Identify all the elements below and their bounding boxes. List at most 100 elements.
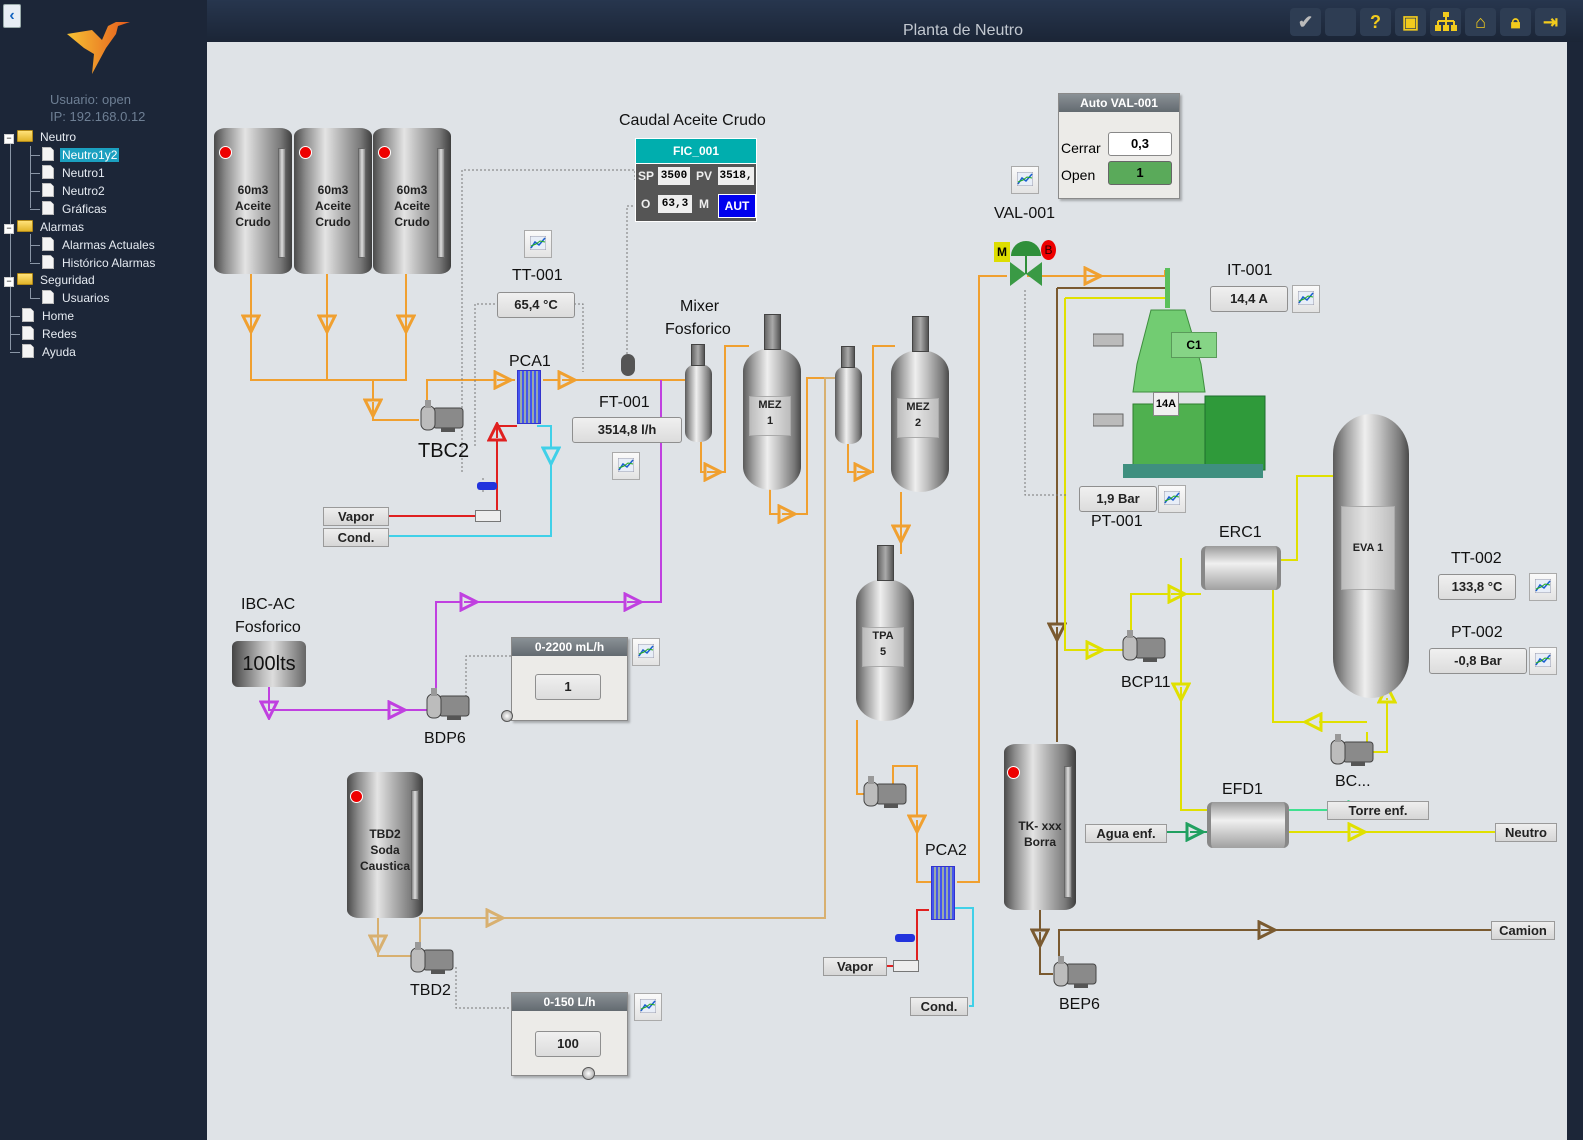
pca1-heat-exchanger[interactable] [517, 370, 541, 424]
knob-icon[interactable] [582, 1067, 595, 1080]
trend-button-bdp6[interactable] [632, 638, 660, 666]
control-valve-actuator-icon [895, 934, 915, 942]
cond-port-1[interactable]: Cond. [323, 528, 389, 547]
tree-item-historico-alarmas[interactable]: Histórico Alarmas [42, 254, 157, 272]
pump-tpa5[interactable] [862, 776, 910, 810]
tree-folder-seguridad[interactable]: −Seguridad [4, 271, 97, 289]
bep6-label: BEP6 [1059, 996, 1100, 1013]
bdp6-setpoint-input[interactable]: 1 [535, 674, 601, 700]
mixer-fosforico-vessel[interactable] [685, 364, 712, 442]
fic001-output[interactable]: 63,3 [658, 195, 692, 213]
home-icon: ⌂ [1475, 12, 1486, 32]
bdp6-label: BDP6 [424, 730, 466, 747]
vapor-port-2[interactable]: Vapor [823, 957, 887, 976]
page-icon [42, 290, 54, 304]
blank-button[interactable] [1325, 8, 1356, 36]
tree-item-home[interactable]: Home [22, 307, 76, 325]
torre-enf-port[interactable]: Torre enf. [1327, 801, 1429, 820]
check-button[interactable]: ✔ [1290, 8, 1321, 36]
val001-cerrar-input[interactable]: 0,3 [1108, 132, 1172, 156]
tree-item-graficas[interactable]: Gráficas [42, 200, 109, 218]
pca2-heat-exchanger[interactable] [931, 866, 955, 920]
tree-item-neutro1[interactable]: Neutro1 [42, 164, 107, 182]
val001-open-input[interactable]: 1 [1108, 161, 1172, 185]
trend-button-pt001[interactable] [1158, 485, 1186, 513]
agitator-motor-icon [877, 545, 894, 581]
tree-folder-neutro[interactable]: −Neutro [4, 128, 78, 146]
collapse-icon[interactable]: − [4, 134, 14, 144]
pump-bep6[interactable] [1052, 956, 1100, 990]
control-valve-pca1[interactable] [475, 510, 501, 522]
help-button[interactable]: ? [1360, 8, 1391, 36]
collapse-icon[interactable]: − [4, 224, 14, 234]
lock-icon: 🔒︎ [1510, 12, 1521, 32]
manual-mode-badge: M [994, 242, 1010, 262]
evaporator-eva1[interactable]: EVA 1 [1333, 414, 1409, 698]
mixer-vessel-2[interactable] [835, 366, 862, 444]
alarm-b-badge: B [1041, 240, 1056, 260]
fic001-mode-button[interactable]: AUT [718, 194, 756, 218]
pump-bcp11[interactable] [1121, 630, 1169, 664]
collapse-icon[interactable]: − [4, 277, 14, 287]
pump-tbd2[interactable] [409, 942, 457, 976]
caudal-label: Caudal Aceite Crudo [619, 112, 766, 129]
collapse-sidebar-button[interactable]: ‹ [3, 4, 21, 28]
clipboard-button[interactable]: ▣ [1395, 8, 1426, 36]
trend-button-tt002[interactable] [1529, 573, 1557, 601]
folder-icon [17, 220, 33, 232]
exit-button[interactable]: ⇥ [1535, 8, 1566, 36]
trend-button-tbd2[interactable] [634, 993, 662, 1021]
tbd2-setpoint-input[interactable]: 100 [535, 1031, 601, 1057]
trend-icon [1298, 291, 1314, 305]
val001-valve[interactable] [1008, 238, 1044, 288]
trend-button-ft001[interactable] [612, 452, 640, 480]
ibc-tank[interactable]: 100lts [232, 641, 306, 687]
camion-port[interactable]: Camion [1491, 921, 1555, 940]
page-icon [42, 165, 54, 179]
agua-enf-port[interactable]: Agua enf. [1085, 824, 1167, 843]
pump-bc[interactable] [1329, 734, 1377, 768]
fic001-sp[interactable]: 3500 [658, 167, 690, 185]
tree-item-neutro2[interactable]: Neutro2 [42, 182, 107, 200]
knob-icon[interactable] [501, 710, 513, 722]
lock-button[interactable]: 🔒︎ [1500, 8, 1531, 36]
page-icon [42, 237, 54, 251]
tree-item-neutro1y2[interactable]: Neutro1y2 [42, 146, 120, 164]
vapor-port-1[interactable]: Vapor [323, 507, 389, 526]
pump-bdp6[interactable] [425, 688, 473, 722]
erc1-heat-exchanger[interactable] [1201, 546, 1281, 590]
efd1-heat-exchanger[interactable] [1207, 802, 1289, 848]
tree-folder-alarmas[interactable]: −Alarmas [4, 218, 86, 236]
pump-tbc2[interactable] [419, 400, 467, 434]
trend-button-it001[interactable] [1292, 285, 1320, 313]
bc-label: BC... [1335, 773, 1371, 790]
tree-item-alarmas-actuales[interactable]: Alarmas Actuales [42, 236, 157, 254]
val001-label: VAL-001 [994, 205, 1056, 222]
tree-item-ayuda[interactable]: Ayuda [22, 343, 78, 361]
centrifuge-c1[interactable] [1093, 264, 1273, 480]
trend-button-tt001[interactable] [524, 230, 552, 258]
fic001-controller[interactable]: FIC_001 SP 3500 PV 3518, O 63,3 M AUT [635, 138, 757, 222]
tt002-label: TT-002 [1451, 550, 1502, 567]
tree-item-usuarios[interactable]: Usuarios [42, 289, 111, 307]
c1-label: C1 [1171, 332, 1217, 358]
tree-item-redes[interactable]: Redes [22, 325, 79, 343]
neutro-port[interactable]: Neutro [1495, 823, 1557, 842]
alarm-indicator [350, 790, 363, 803]
trend-button-pt002[interactable] [1529, 647, 1557, 675]
home-button[interactable]: ⌂ [1465, 8, 1496, 36]
trend-button-val001[interactable] [1011, 166, 1039, 194]
agitator-motor-icon [764, 314, 781, 350]
hierarchy-button[interactable] [1430, 8, 1461, 36]
control-valve-pca2[interactable] [893, 960, 919, 972]
cond-port-2[interactable]: Cond. [910, 997, 968, 1016]
ip-label: IP: 192.168.0.12 [50, 109, 146, 124]
